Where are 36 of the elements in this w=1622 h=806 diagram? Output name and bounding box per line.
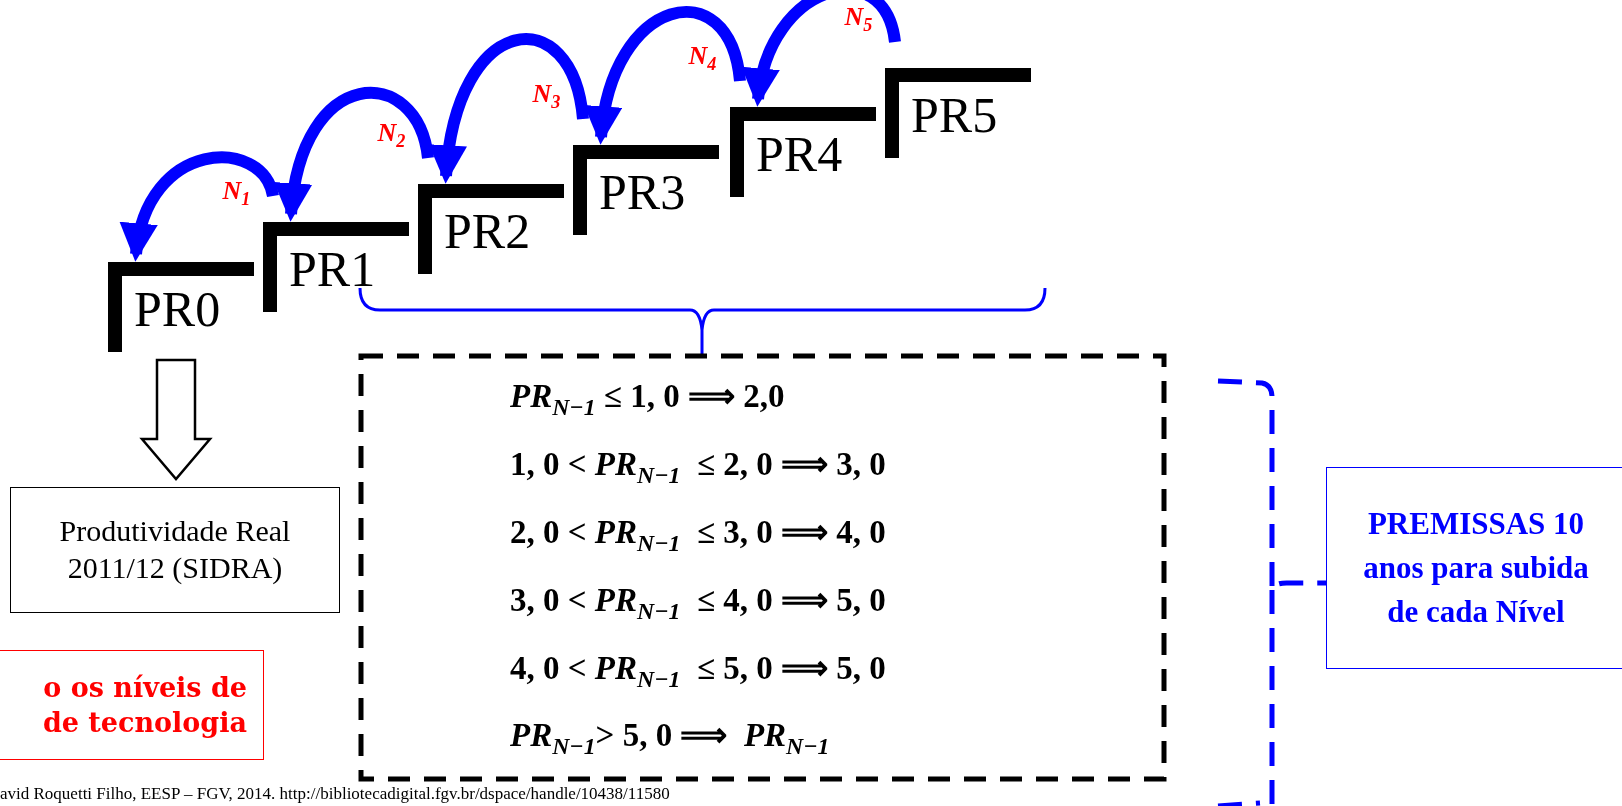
formula: 1, 0 < PR$_{N−1}$ ≤ 2, 0 ⟹ 3, 0	[510, 444, 887, 490]
curved-arrow	[122, 151, 279, 262]
edge-label: N$_{1}$	[222, 178, 251, 209]
curved-arrow	[430, 33, 589, 184]
step-label: PR4	[756, 129, 843, 179]
formula: 4, 0 < PR$_{N−1}$ ≤ 5, 0 ⟹ 5, 0	[510, 648, 887, 694]
source-box	[10, 487, 340, 613]
step-shape	[263, 222, 409, 312]
step-shape	[885, 68, 1031, 158]
highlight-box	[0, 650, 264, 760]
step-shape	[730, 107, 876, 197]
step-label: PR1	[289, 244, 376, 294]
source-text: Produtividade Real 2011/12 (SIDRA)	[58, 513, 292, 586]
premises-text: PREMISSAS 10 anos para subida de cada Nível	[1362, 504, 1590, 631]
step-label: PR0	[134, 284, 221, 334]
highlight-text: o os níveis de de tecnologia	[41, 670, 247, 740]
formula: PR$_{N−1}$ ≤ 1, 0 ⟹ 2,0	[510, 377, 786, 422]
step-shape	[418, 184, 564, 274]
edge-label: N$_{4}$	[688, 43, 717, 74]
premises-box	[1326, 467, 1622, 669]
curved-arrow	[586, 6, 746, 145]
curved-arrow	[276, 87, 434, 222]
edge-label: N$_{3}$	[532, 81, 561, 112]
source-note: avid Roquetti Filho, EESP – FGV, 2014. http://bibliotecadigital.fgv.br/dspace/handle/10438/11580	[0, 784, 670, 804]
step-shape	[573, 145, 719, 235]
step-label: PR2	[444, 206, 531, 256]
edge-label: N$_{5}$	[844, 4, 873, 35]
formula: 2, 0 < PR$_{N−1}$ ≤ 3, 0 ⟹ 4, 0	[510, 512, 887, 558]
step-shape	[108, 262, 254, 352]
step-label: PR3	[599, 167, 686, 217]
step-label: PR5	[911, 90, 998, 140]
formula: PR$_{N−1}$> 5, 0 ⟹ PR$_{N−1}$	[510, 716, 831, 762]
formula: 3, 0 < PR$_{N−1}$ ≤ 4, 0 ⟹ 5, 0	[510, 580, 887, 626]
curved-arrow	[744, 0, 901, 107]
edge-label: N$_{2}$	[377, 120, 406, 151]
hollow-arrow	[139, 358, 213, 481]
